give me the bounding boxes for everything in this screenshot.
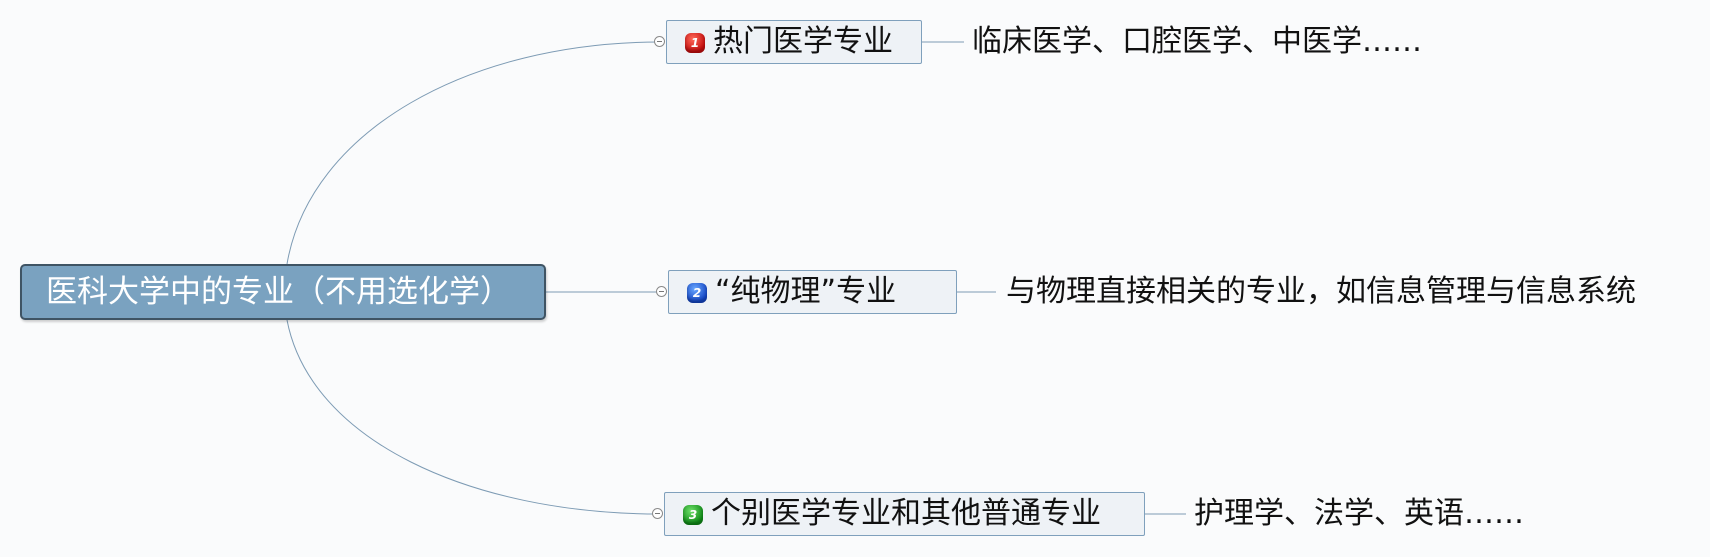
detail-branch-2[interactable]: 与物理直接相关的专业，如信息管理与信息系统 xyxy=(1006,274,1636,309)
topic-branch-3[interactable]: 3 个别医学专业和其他普通专业 xyxy=(664,492,1145,536)
topic-branch-1[interactable]: 1 热门医学专业 xyxy=(666,20,922,64)
collapse-toggle-branch-2[interactable] xyxy=(656,286,667,297)
connector-root-to-branch-3 xyxy=(286,319,661,515)
collapse-toggle-branch-1[interactable] xyxy=(654,36,665,47)
priority-1-icon: 1 xyxy=(685,33,705,53)
root-topic[interactable]: 医科大学中的专业（不用选化学） xyxy=(20,264,546,320)
connector-root-to-branch-1 xyxy=(286,41,661,265)
priority-3-icon: 3 xyxy=(683,505,703,525)
collapse-toggle-branch-3[interactable] xyxy=(652,508,663,519)
root-topic-label: 医科大学中的专业（不用选化学） xyxy=(46,274,511,310)
topic-branch-3-label: 个别医学专业和其他普通专业 xyxy=(711,496,1101,531)
detail-branch-1[interactable]: 临床医学、口腔医学、中医学…… xyxy=(972,24,1422,59)
detail-branch-3[interactable]: 护理学、法学、英语…… xyxy=(1194,496,1524,531)
priority-2-icon: 2 xyxy=(687,283,707,303)
topic-branch-2[interactable]: 2 “纯物理”专业 xyxy=(668,270,957,314)
topic-branch-2-label: “纯物理”专业 xyxy=(715,274,897,309)
topic-branch-1-label: 热门医学专业 xyxy=(713,24,893,59)
